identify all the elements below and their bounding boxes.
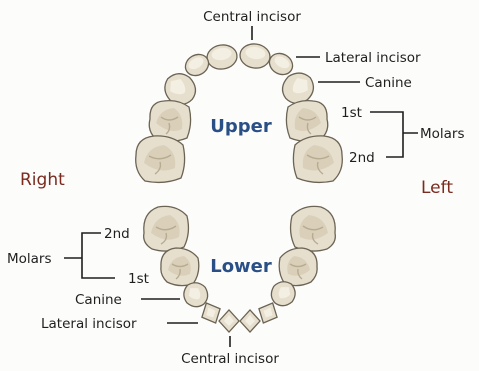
right-side-label: Right: [20, 170, 65, 190]
lower-jaw-label: Lower: [210, 256, 272, 277]
lower-canine-label: Canine: [75, 292, 122, 308]
upper-lateral-incisor-label: Lateral incisor: [325, 50, 421, 66]
upper-left-central-incisor: [238, 42, 271, 70]
lower-right-central-incisor: [219, 310, 239, 332]
upper-molars-label: Molars: [420, 126, 465, 142]
upper-central-incisor-label: Central incisor: [203, 9, 301, 25]
lower-right-second-molar: [144, 206, 189, 251]
lower-left-central-incisor: [240, 310, 260, 332]
lower-lateral-incisor-label: Lateral incisor: [41, 316, 137, 332]
lower-right-first-molar: [161, 248, 199, 286]
labels: Central incisor Lateral incisor Canine 1…: [7, 9, 465, 367]
lower-central-incisor-label: Central incisor: [181, 351, 279, 367]
left-side-label: Left: [421, 178, 453, 198]
upper-right-second-molar: [136, 136, 185, 183]
lower-left-second-molar: [291, 206, 336, 251]
upper-right-first-molar: [149, 101, 190, 142]
lower-left-first-molar: [279, 248, 317, 286]
upper-left-first-molar: [286, 101, 327, 142]
upper-jaw-label: Upper: [210, 116, 272, 137]
upper-left-second-molar: [293, 136, 342, 183]
lower-molars-label: Molars: [7, 251, 52, 267]
upper-arch: [136, 42, 343, 182]
leader-upper-molars: [370, 112, 418, 157]
upper-right-central-incisor: [205, 43, 238, 71]
lower-second-molar-label: 2nd: [104, 226, 130, 242]
upper-first-molar-label: 1st: [341, 105, 362, 121]
upper-second-molar-label: 2nd: [349, 150, 375, 166]
lower-first-molar-label: 1st: [128, 271, 149, 287]
upper-canine-label: Canine: [365, 75, 412, 91]
